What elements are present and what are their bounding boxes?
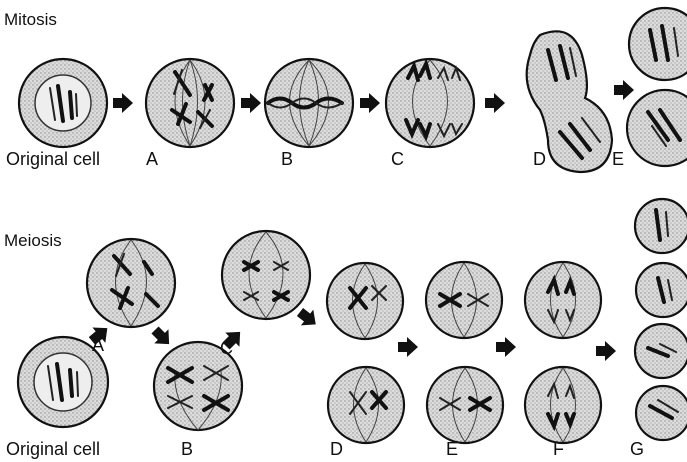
meiosis-cell-d — [327, 263, 404, 443]
meiosis-cell-g — [635, 199, 687, 440]
meiosis-label-a: A — [92, 335, 104, 355]
meiosis-arrow-c-d — [294, 304, 322, 332]
mitosis-label-e: E — [612, 149, 624, 169]
mitosis-cell-a — [146, 59, 234, 147]
meiosis-heading: Meiosis — [4, 231, 62, 250]
mitosis-label-a: A — [146, 149, 158, 169]
meiosis-arrow-f-g — [596, 341, 616, 361]
mitosis-label-original: Original cell — [6, 149, 100, 169]
mitosis-cell-e — [627, 8, 687, 166]
meiosis-label-b: B — [181, 439, 193, 459]
meiosis-label-f: F — [553, 439, 564, 459]
meiosis-cell-c — [222, 231, 310, 319]
meiosis-cell-a — [87, 239, 175, 327]
meiosis-label-original: Original cell — [6, 439, 100, 459]
mitosis-arrow-4 — [485, 93, 505, 113]
mitosis-label-b: B — [281, 149, 293, 169]
mitosis-label-d: D — [533, 149, 546, 169]
meiosis-cell-f — [525, 262, 601, 443]
meiosis-label-d: D — [330, 439, 343, 459]
mitosis-original-cell — [19, 59, 107, 147]
meiosis-label-g: G — [630, 439, 644, 459]
mitosis-arrow-1 — [113, 93, 133, 113]
mitosis-cell-c — [386, 59, 474, 147]
meiosis-arrow-e-f — [496, 337, 516, 357]
meiosis-cell-e — [426, 262, 503, 443]
mitosis-arrow-5 — [614, 80, 634, 100]
mitosis-arrow-3 — [360, 93, 380, 113]
mitosis-arrow-2 — [241, 93, 261, 113]
mitosis-heading: Mitosis — [4, 10, 57, 29]
meiosis-label-c: C — [220, 338, 233, 358]
meiosis-arrow-d-e — [398, 337, 418, 357]
meiosis-label-e: E — [446, 439, 458, 459]
mitosis-label-c: C — [391, 149, 404, 169]
mitosis-cell-b — [265, 59, 353, 147]
meiosis-arrow-a-b — [148, 323, 176, 351]
